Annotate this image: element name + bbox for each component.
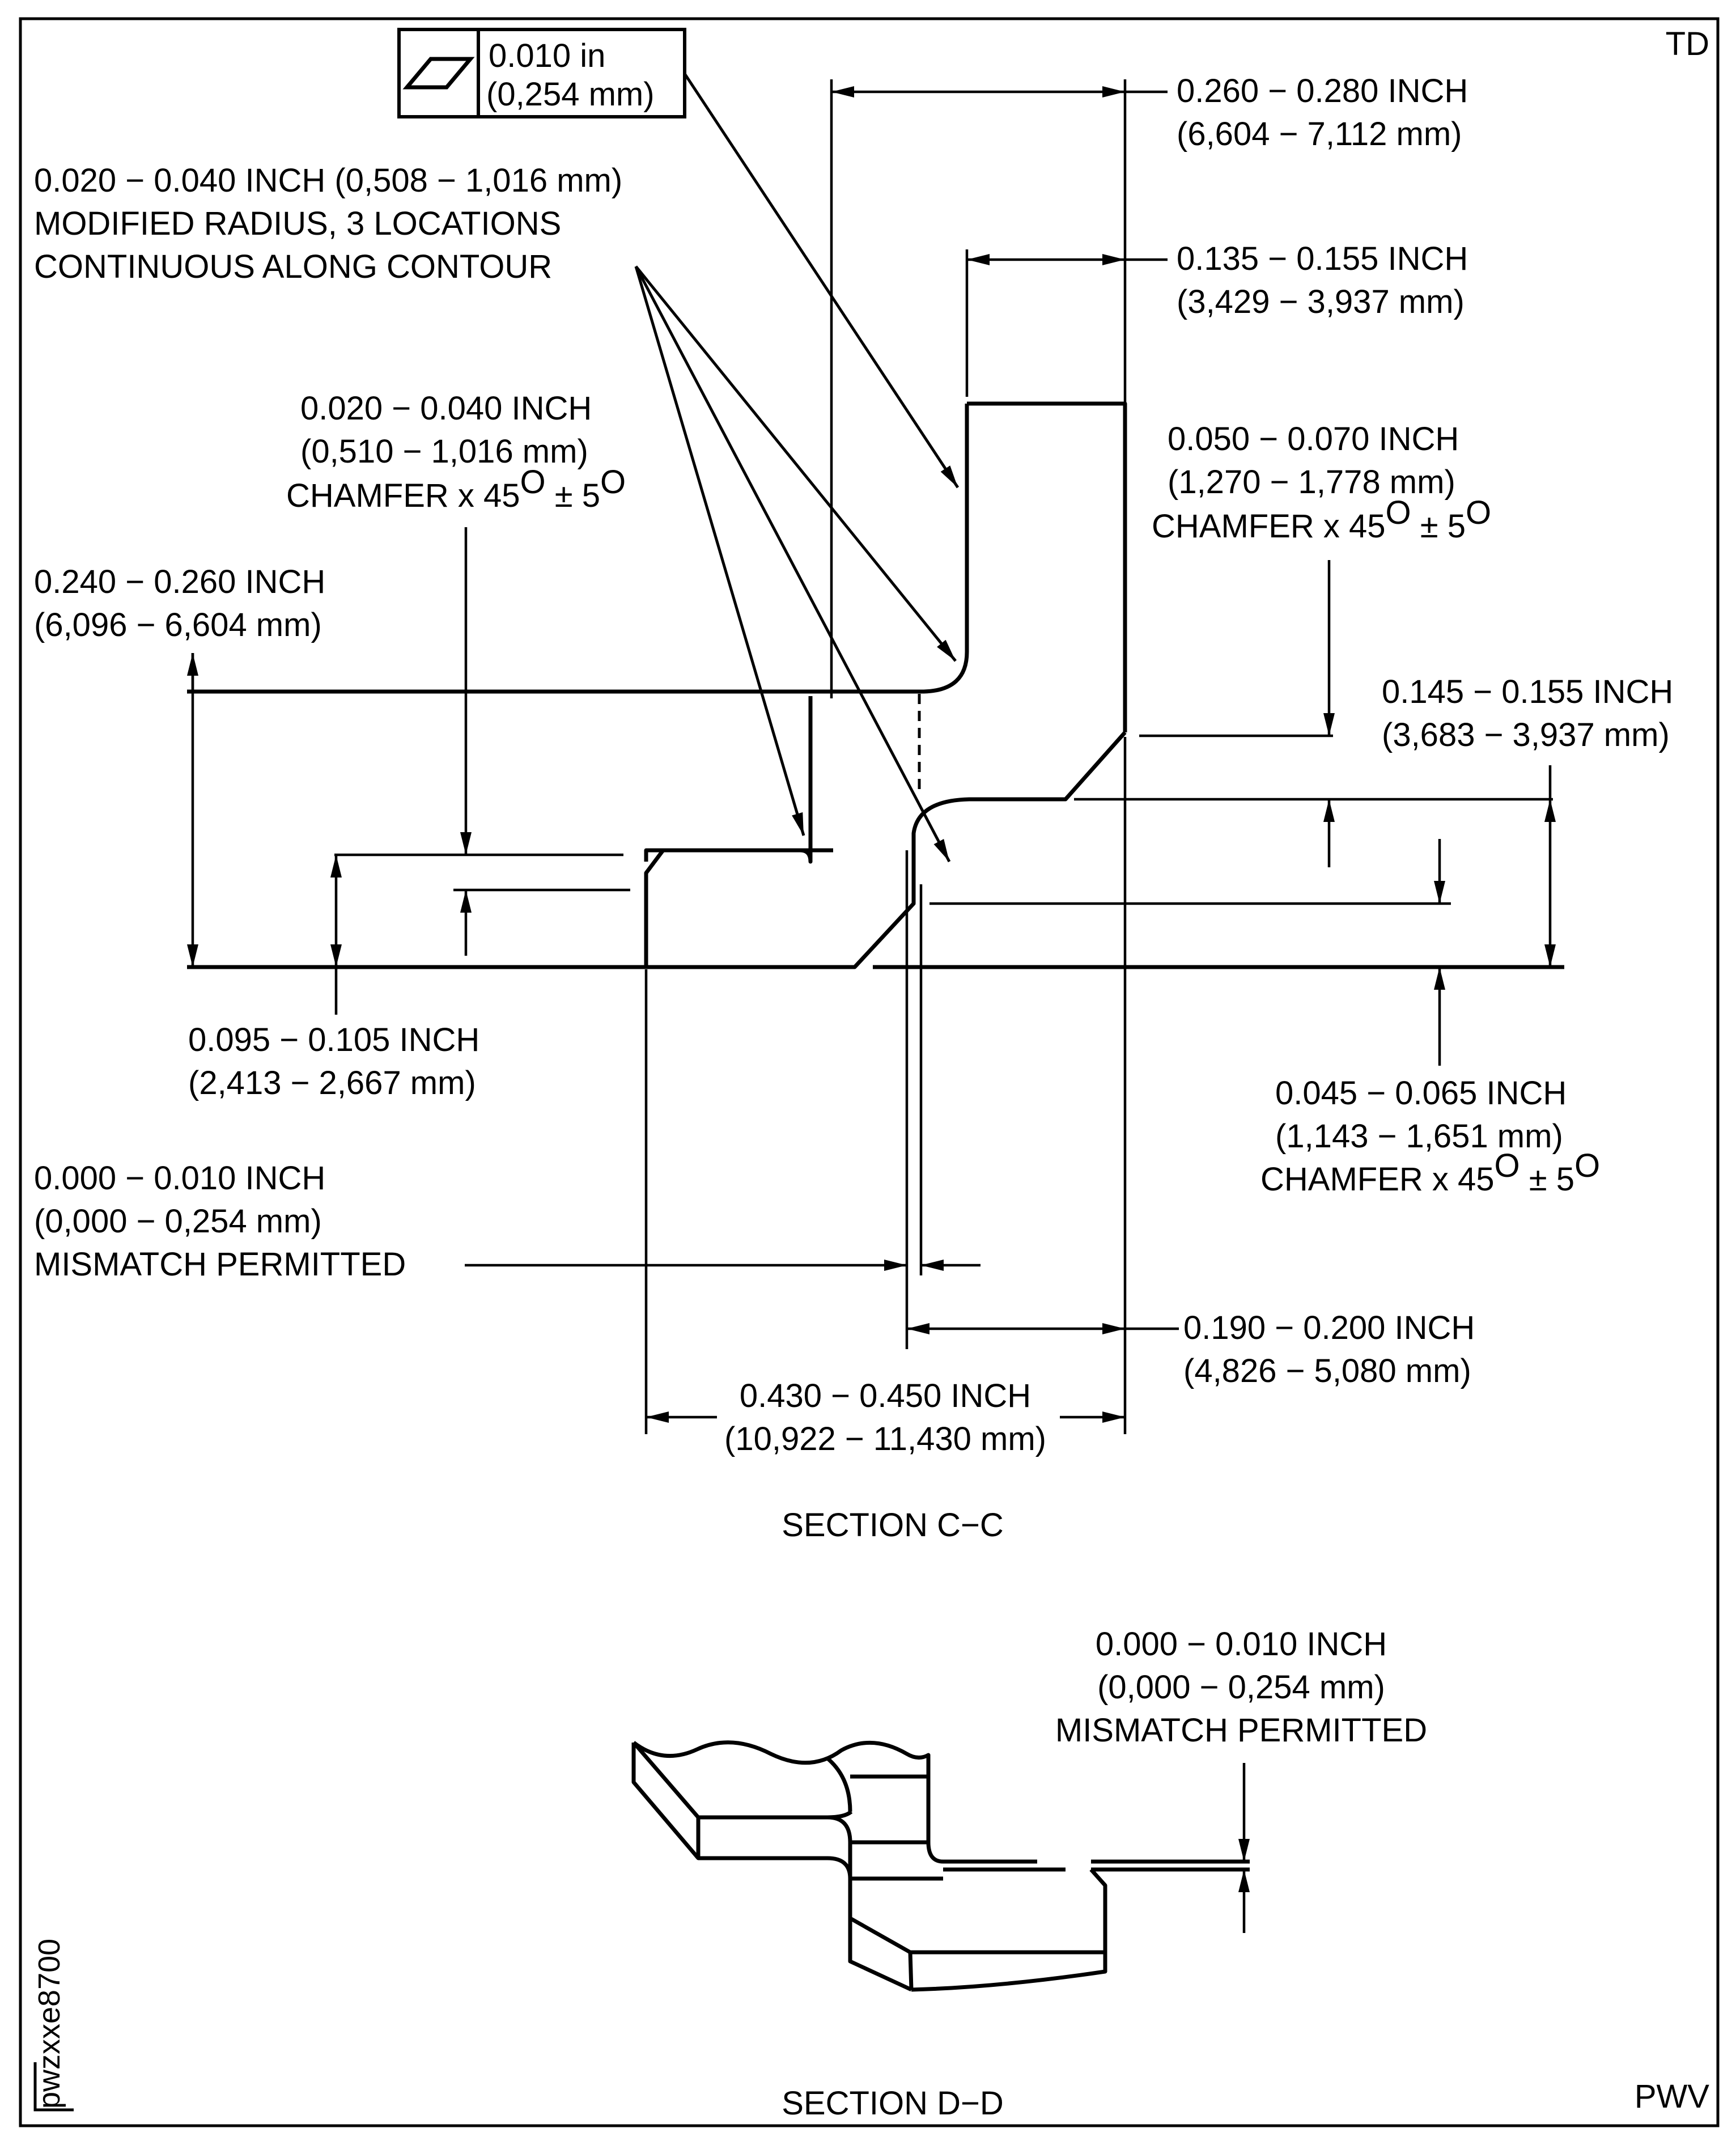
dd-mismatch-inch: 0.000 − 0.010 INCH: [1096, 1626, 1387, 1663]
dim-0260-inch: 0.260 − 0.280 INCH: [1177, 73, 1468, 109]
extension-lines: [187, 79, 1553, 1434]
dim-chamfer-left-mm: (0,510 − 1,016 mm): [300, 433, 588, 470]
dim-chamfer-left-note: CHAMFER x 45O ± 5O: [286, 464, 626, 514]
dim-0145-inch: 0.145 − 0.155 INCH: [1382, 673, 1673, 710]
dim-chamfer-right-note: CHAMFER x 45O ± 5O: [1152, 494, 1491, 545]
dim-mismatch-mm: (0,000 − 0,254 mm): [34, 1203, 322, 1240]
dim-0240-mm: (6,096 − 6,604 mm): [34, 607, 322, 643]
section-dd-isometric-part: [631, 1740, 1250, 1992]
dim-0260-mm: (6,604 − 7,112 mm): [1177, 116, 1462, 152]
corner-label-pwv: PWV: [1635, 2078, 1709, 2115]
section-cc-title: SECTION C−C: [782, 1507, 1004, 1544]
figure-id: pwzxxe8700: [32, 1939, 66, 2109]
dim-0190-inch: 0.190 − 0.200 INCH: [1183, 1309, 1475, 1346]
dim-0135-inch: 0.135 − 0.155 INCH: [1177, 240, 1468, 277]
dim-radius-line3: CONTINUOUS ALONG CONTOUR: [34, 248, 552, 285]
dim-0095-mm: (2,413 − 2,667 mm): [188, 1065, 476, 1101]
part-profile: [187, 401, 1564, 969]
figure-id-bracket: [33, 2062, 74, 2112]
dim-0095-inch: 0.095 − 0.105 INCH: [188, 1021, 479, 1058]
dim-0430-mm: (10,922 − 11,430 mm): [724, 1421, 1046, 1457]
dim-0135-mm: (3,429 − 3,937 mm): [1177, 283, 1465, 320]
section-dd-title: SECTION D−D: [782, 2085, 1004, 2122]
flatness-tolerance-in: 0.010 in: [489, 37, 605, 74]
dim-radius-line1: 0.020 − 0.040 INCH (0,508 − 1,016 mm): [34, 162, 622, 199]
corner-label-td: TD: [1666, 26, 1709, 62]
flatness-leader: [683, 73, 960, 489]
dim-0145-mm: (3,683 − 3,937 mm): [1382, 717, 1670, 753]
dd-mismatch-mm: (0,000 − 0,254 mm): [1097, 1669, 1385, 1706]
flatness-control-frame: 0.010 in (0,254 mm): [397, 28, 686, 118]
dimension-arrows: [187, 86, 1556, 1423]
dim-chamfer-left-inch: 0.020 − 0.040 INCH: [300, 390, 592, 427]
dim-chamfer-right-inch: 0.050 − 0.070 INCH: [1168, 421, 1459, 457]
flatness-tolerance-mm: (0,254 mm): [486, 76, 655, 113]
sheet-border: [19, 17, 1720, 2127]
dd-mismatch-note: MISMATCH PERMITTED: [1055, 1712, 1427, 1749]
dim-0190-mm: (4,826 − 5,080 mm): [1183, 1353, 1471, 1389]
flatness-icon: [402, 57, 475, 90]
section-cc: 0.010 in (0,254 mm): [34, 28, 1673, 1544]
dim-mismatch-note: MISMATCH PERMITTED: [34, 1246, 406, 1283]
dim-0430-inch: 0.430 − 0.450 INCH: [740, 1377, 1031, 1414]
dim-mismatch-inch: 0.000 − 0.010 INCH: [34, 1160, 325, 1197]
dim-0240-inch: 0.240 − 0.260 INCH: [34, 563, 325, 600]
dim-0045-inch: 0.045 − 0.065 INCH: [1275, 1075, 1567, 1112]
section-dd: 0.000 − 0.010 INCH (0,000 − 0,254 mm) MI…: [631, 1626, 1427, 2122]
dim-0045-mm: (1,143 − 1,651 mm): [1275, 1118, 1563, 1155]
dim-chamfer-right-mm: (1,270 − 1,778 mm): [1168, 464, 1455, 501]
dim-radius-line2: MODIFIED RADIUS, 3 LOCATIONS: [34, 205, 561, 242]
dim-0045-note: CHAMFER x 45O ± 5O: [1260, 1147, 1600, 1198]
